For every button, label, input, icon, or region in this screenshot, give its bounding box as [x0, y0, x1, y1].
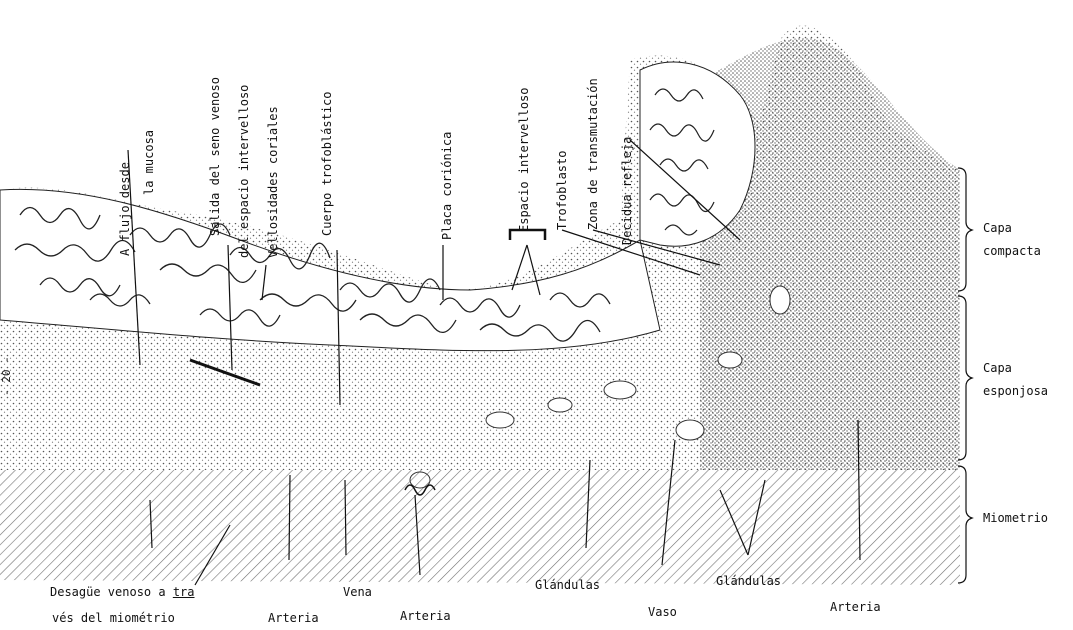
- label-cuerpo-trofoblastico: Cuerpo trofoblástico: [320, 92, 334, 237]
- label-decidua-refleja: Decidua refleja: [620, 137, 634, 245]
- label-capa-compacta-line2: compacta: [983, 243, 1041, 260]
- label-glandulas-1: Glándulas: [535, 578, 600, 592]
- label-vena: Vena: [343, 585, 372, 599]
- label-espacio-intervelloso-salida: del espacio intervelloso: [237, 85, 251, 258]
- label-placa-corionica: Placa coriónica: [440, 132, 454, 240]
- label-capa-esponjosa-line1: Capa: [983, 360, 1048, 377]
- miometrio-layer: [0, 470, 960, 585]
- label-desague-line1-text: Desagüe venoso a: [50, 585, 173, 599]
- label-capa-esponjosa-line2: esponjosa: [983, 383, 1048, 400]
- label-vaso: Vaso: [648, 605, 677, 619]
- label-capa-compacta-line1: Capa: [983, 220, 1041, 237]
- layer-brackets: [958, 168, 972, 583]
- label-arteria-3: Arteria: [830, 600, 881, 614]
- label-salida-seno-venoso: Salida del seno venoso: [208, 77, 222, 236]
- label-trofoblasto: Trofoblasto: [555, 151, 569, 230]
- label-desague-line2: vés del miométrio: [52, 611, 175, 625]
- label-miometrio: Miometrio: [983, 510, 1048, 527]
- scale-mark: - 20 -: [0, 356, 14, 396]
- label-a-flujo-desde: A flujo desde: [118, 162, 132, 256]
- label-capa-compacta: Capa compacta: [983, 220, 1041, 260]
- label-desague-line1-underlined: tra: [173, 585, 195, 599]
- label-zona-transmutacion: Zona de transmutación: [586, 78, 600, 230]
- label-capa-esponjosa: Capa esponjosa: [983, 360, 1048, 400]
- label-arteria-2: Arteria: [400, 609, 451, 623]
- label-arteria-1: Arteria: [268, 611, 319, 625]
- label-espacio-intervelloso: Espacio intervelloso: [517, 88, 531, 233]
- label-vellosidades-coriales: Vellosidades coriales: [266, 106, 280, 258]
- label-desague-line1: Desagüe venoso a tra: [50, 585, 195, 599]
- label-la-mucosa: la mucosa: [142, 130, 156, 195]
- label-glandulas-2: Glándulas: [716, 574, 781, 588]
